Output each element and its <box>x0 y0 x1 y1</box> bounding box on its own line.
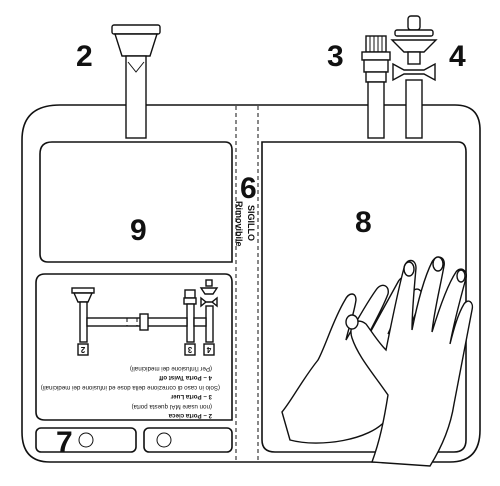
chamber-9-outline <box>39 141 233 263</box>
legend-line-1: 2 – Porta cieca <box>168 412 212 419</box>
callout-4: 4 <box>449 40 466 73</box>
inset-legend: 2 – Porta cieca (non usare MAI questa po… <box>41 365 220 419</box>
hands-icon <box>281 256 474 467</box>
legend-line-4: (Solo in caso di correzione della dose e… <box>41 384 220 391</box>
callout-9: 9 <box>130 214 147 247</box>
port-2-icon <box>111 24 161 139</box>
callout-6: 6 <box>240 172 257 205</box>
chamber-7-left-port <box>78 432 94 448</box>
legend-line-2: (non usare MAI questa porta) <box>132 403 212 410</box>
callout-8: 8 <box>355 206 372 239</box>
inset-label-2: 2 <box>80 345 85 354</box>
chamber-8-outline <box>261 141 467 453</box>
inset-ports-icon <box>71 279 219 356</box>
port-3-icon <box>361 35 391 139</box>
seal-label: SIGILLO Rimovibile <box>234 201 256 247</box>
chamber-7-right <box>143 427 233 453</box>
inset-label-3: 3 <box>187 345 192 354</box>
seal-label-line2: Rimovibile <box>234 201 244 247</box>
legend-line-5: 4 – Porta Twist off <box>158 374 212 381</box>
callout-7: 7 <box>56 426 73 459</box>
seal-label-line1: SIGILLO <box>246 205 256 241</box>
bag-outline <box>21 104 481 463</box>
callout-2: 2 <box>76 40 93 73</box>
legend-line-6: (Per l'infusione dei medicinali) <box>130 365 212 372</box>
legend-line-3: 3 – Porta Luer <box>170 393 212 400</box>
inset-label-4: 4 <box>206 345 211 354</box>
callout-3: 3 <box>327 40 344 73</box>
chamber-7-right-port <box>156 432 172 448</box>
inset-panel-outline <box>35 273 233 421</box>
port-4-icon <box>390 15 438 139</box>
chamber-7-left <box>35 427 137 453</box>
